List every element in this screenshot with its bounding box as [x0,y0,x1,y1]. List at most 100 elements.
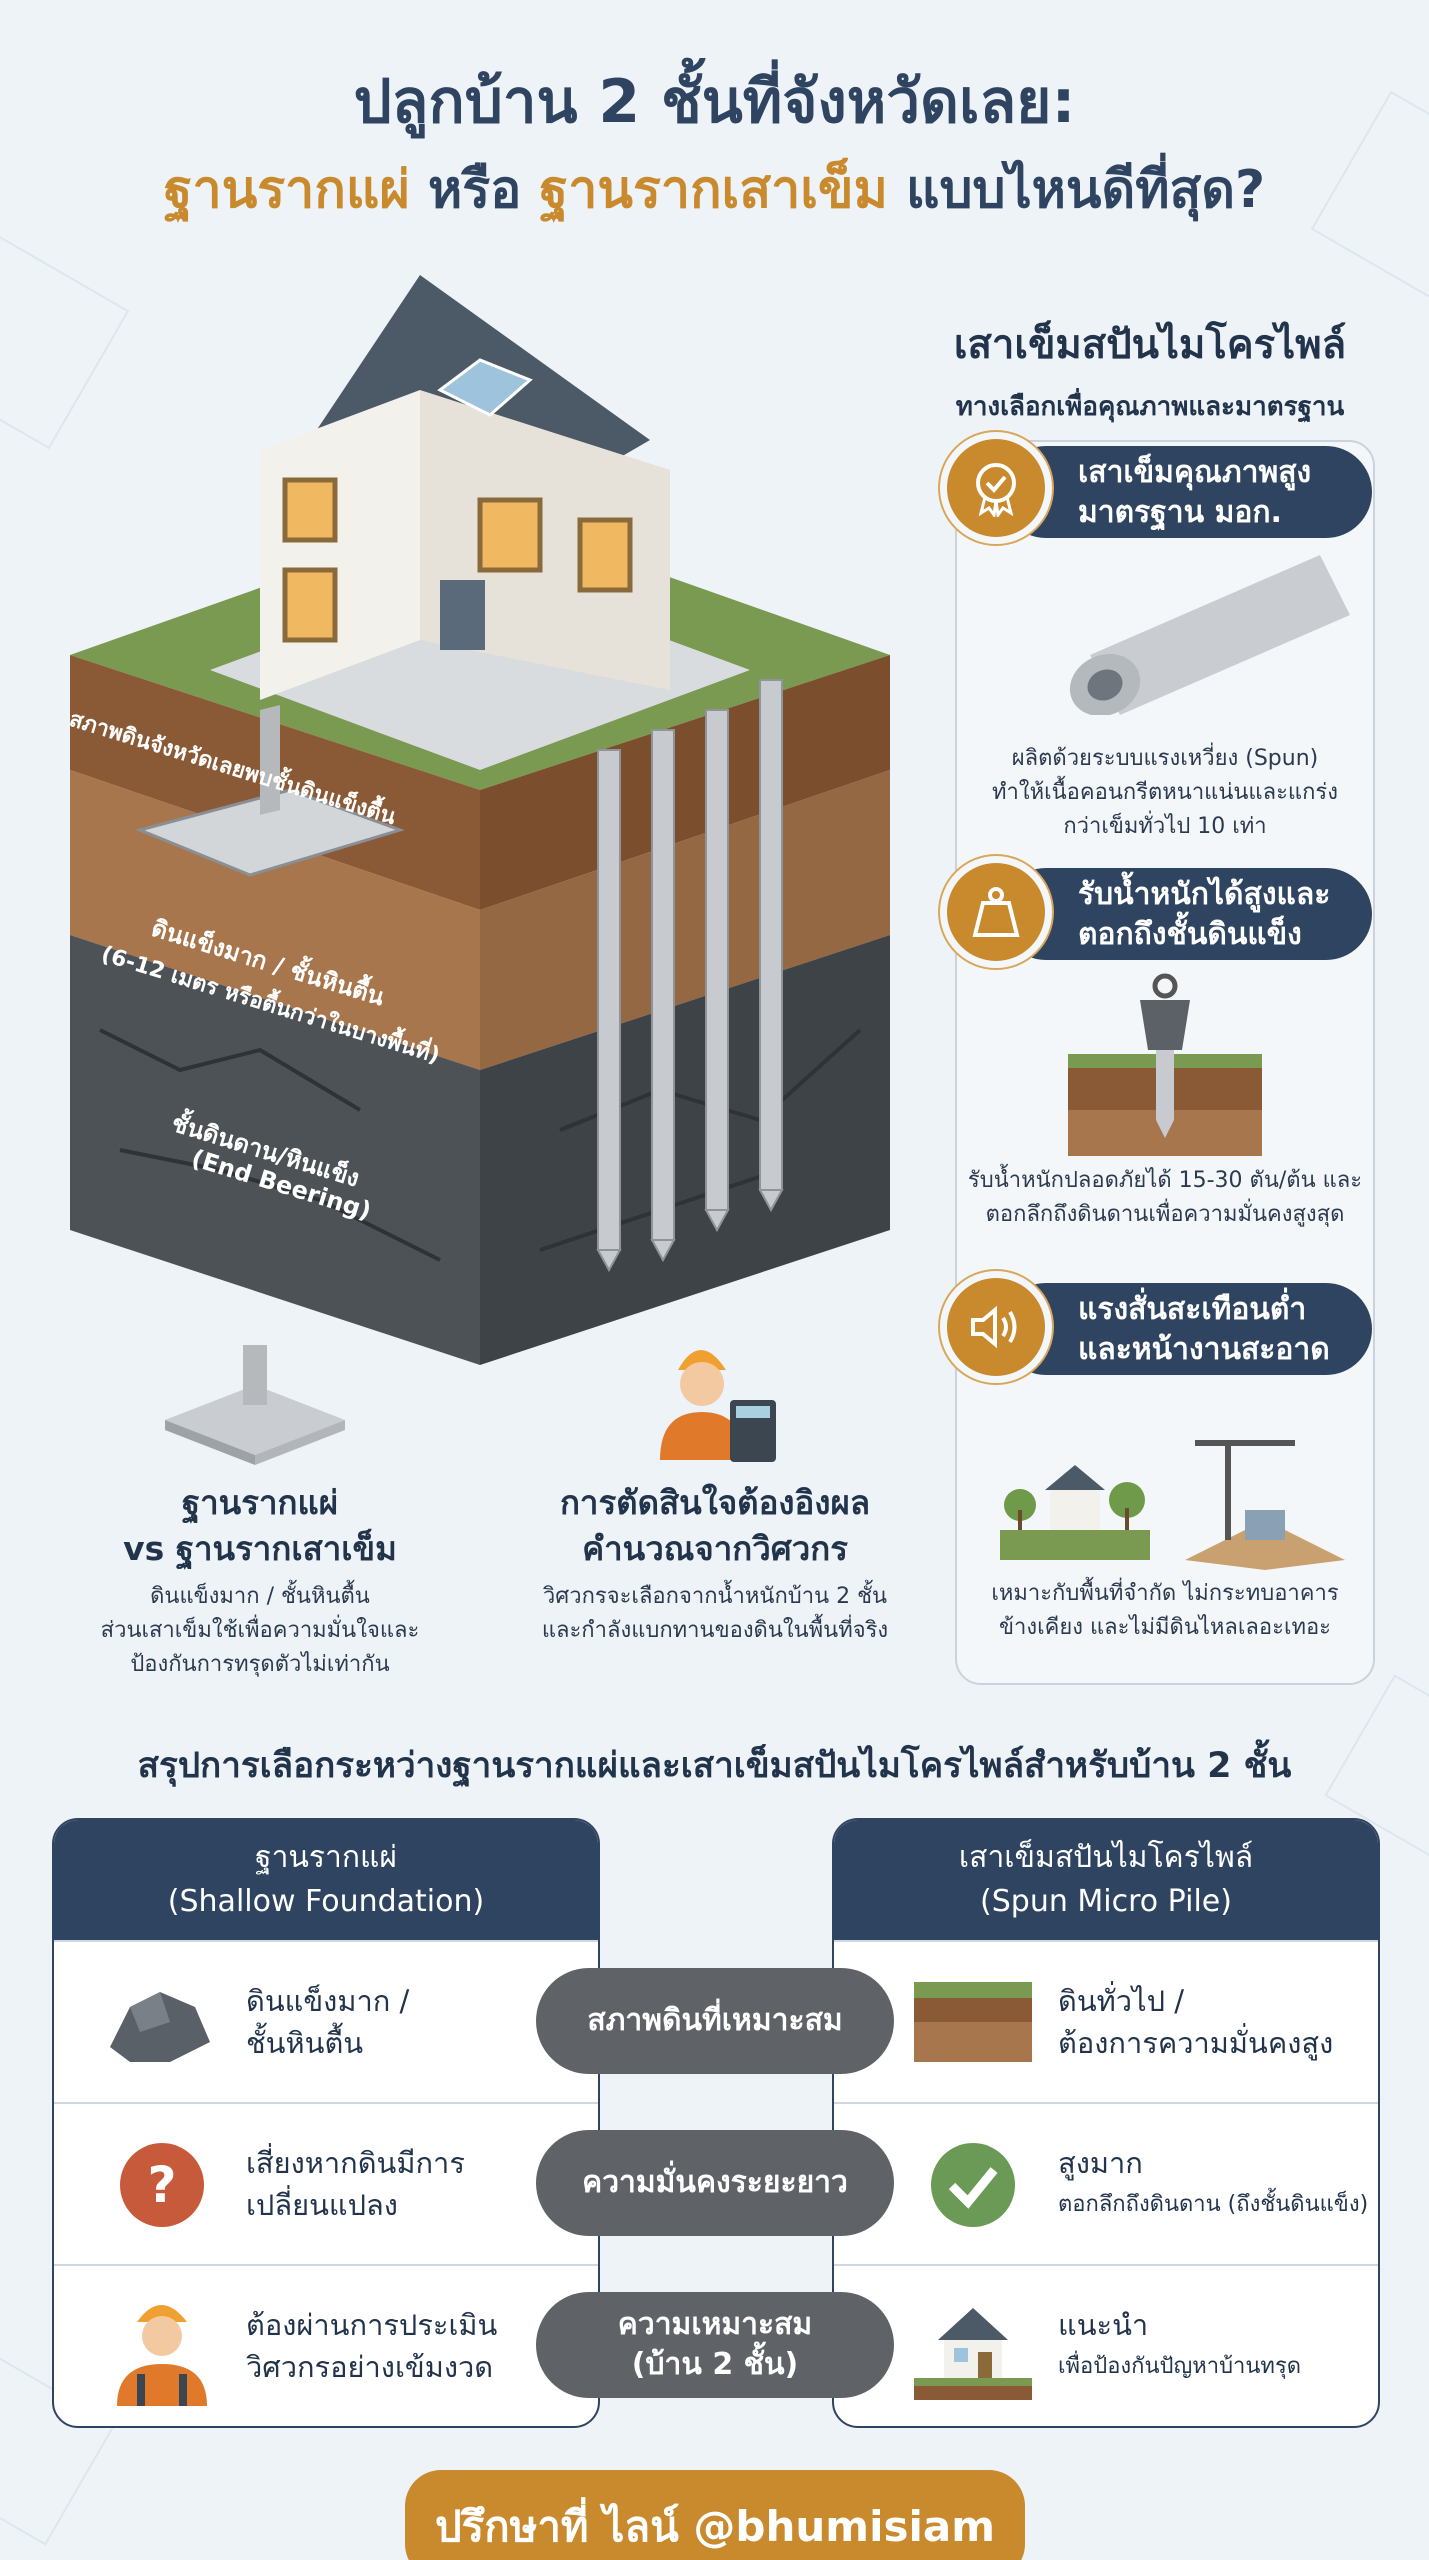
speaker-icon [940,1271,1052,1383]
row-text: สูงมาก ตอกลึกถึงดินดาน (ถึงชั้นดินแข็ง) [1058,2142,1368,2226]
feature-vibration-text-line: ข้างเคียง และไม่มีดินไหลเลอะเทอะ [999,1615,1331,1640]
row-text-line: วิศวกรอย่างเข้มงวด [246,2350,494,2384]
spun-pile-illustration [1069,555,1350,715]
feature-load-text-line: รับน้ำหนักปลอดภัยได้ 15-30 ตัน/ต้น และ [967,1168,1363,1193]
feature-quality-text-line: กว่าเข็มทั่วไป 10 เท่า [1063,814,1267,839]
feature-vibration-text-line: เหมาะกับพื้นที่จำกัด ไม่กระทบอาคาร [991,1581,1339,1606]
criterion-stability-pill: ความมั่นคงระยะยาว [536,2130,894,2236]
check-mark-icon [931,2143,1015,2227]
row-text-line: ดินทั่วไป / [1058,1984,1185,2018]
shallow-foundation-card: ฐานรากแผ่ (Shallow Foundation) ดินแข็งมา… [52,1818,600,2428]
question-mark-icon: ? [120,2143,204,2227]
shallow-vs-pile-caption: ฐานรากแผ่ vs ฐานรากเสาเข็ม [80,1480,440,1572]
caption-title-line: ฐานรากแผ่ [181,1483,339,1522]
caption-title-line: vs ฐานรากเสาเข็ม [123,1529,397,1568]
caption-text-line: ป้องกันการทรุดตัวไม่เท่ากัน [130,1652,390,1677]
feature-vibration-line-2: และหน้างานสะอาด [1078,1332,1330,1367]
clay-layer-left [70,770,480,1070]
row-text-line: สูงมาก [1058,2146,1143,2180]
criterion-label: สภาพดินที่เหมาะสม [587,2003,843,2038]
line-contact-button[interactable]: ปรึกษาที่ ไลน์ @bhumisiam [405,2470,1025,2560]
row-text: ดินแข็งมาก / ชั้นหินตื้น [246,1980,409,2064]
table-row: ? เสี่ยงหากดินมีการ เปลี่ยนแปลง [54,2102,598,2264]
feature-quality-text: ผลิตด้วยระบบแรงเหวี่ยง (Spun) ทำให้เนื้อ… [958,742,1372,844]
rock-icon [110,1992,210,2062]
shallow-footing [135,788,405,877]
clay-layer-right [480,770,890,1070]
pile-driving-illustration [1068,973,1262,1156]
row-text-line: ต้องการความมั่นคงสูง [1058,2026,1334,2060]
house-window [477,497,543,573]
soil-cross-section-illustration: สภาพดินจังหวัดเลยพบชั้นดินแข็งตื้น ดินแข… [66,275,890,1365]
engineer-calculator-icon [660,1350,776,1462]
engineer-decision-caption: การตัดสินใจต้องอิงผล คำนวณจากวิศวกร [500,1480,930,1572]
spun-micro-pile-card: เสาเข็มสปันไมโครไพล์ (Spun Micro Pile) ด… [832,1818,1380,2428]
row-text-line: ดินแข็งมาก / [246,1984,410,2018]
title-pile-foundation: ฐานรากเสาเข็ม [539,160,888,220]
engineer-icon [117,2305,207,2406]
feature-quality-line-2: มาตรฐาน มอก. [1078,495,1282,530]
engineer-decision-text: วิศวกรจะเลือกจากน้ำหนักบ้าน 2 ชั้น และกำ… [500,1580,930,1648]
feature-load-text: รับน้ำหนักปลอดภัยได้ 15-30 ตัน/ต้น และ ต… [958,1164,1372,1232]
card-head-line: (Spun Micro Pile) [980,1884,1232,1919]
topsoil-layer-right [480,655,890,910]
criterion-label: ความเหมาะสม [617,2307,813,2342]
house-skylight [437,358,533,417]
micro-pile-title: เสาเข็มสปันไมโครไพล์ [953,322,1347,368]
caption-title-line: คำนวณจากวิศวกร [582,1529,848,1568]
rock-layer-left [70,935,480,1365]
house-window [282,477,338,543]
row-text-small: เพื่อป้องกันปัญหาบ้านทรุด [1058,2354,1302,2379]
certificate-ribbon-icon [940,432,1052,544]
table-row: ดินแข็งมาก / ชั้นหินตื้น [54,1940,598,2102]
micro-piles [596,679,784,1273]
feature-load-line-2: ตอกถึงชั้นดินแข็ง [1078,917,1302,952]
criterion-label: ความมั่นคงระยะยาว [582,2165,848,2200]
feature-vibration-pill: แรงสั่นสะเทือนต่ำ และหน้างานสะอาด [1000,1283,1372,1375]
row-text-line: เสี่ยงหากดินมีการ [246,2146,465,2180]
row-text: ดินทั่วไป / ต้องการความมั่นคงสูง [1058,1980,1333,2064]
title-shallow-foundation: ฐานรากแผ่ [163,160,410,220]
row-text: ต้องผ่านการประเมิน วิศวกรอย่างเข้มงวด [246,2304,497,2388]
rock-cracks [99,1028,862,1262]
page-title: ปลูกบ้าน 2 ชั้นที่จังหวัดเลย: ฐานรากแผ่ … [0,62,1429,228]
feature-vibration-line-1: แรงสั่นสะเทือนต่ำ [1078,1292,1307,1327]
spun-micro-pile-header: เสาเข็มสปันไมโครไพล์ (Spun Micro Pile) [834,1820,1378,1940]
title-line-1: ปลูกบ้าน 2 ชั้นที่จังหวัดเลย: [353,67,1076,137]
table-row: ดินทั่วไป / ต้องการความมั่นคงสูง [834,1940,1378,2102]
row-text-line: ชั้นหินตื้น [246,2026,364,2060]
house-window [282,567,338,643]
micro-pile-subtitle: ทางเลือกเพื่อคุณภาพและมาตรฐาน [955,392,1345,422]
soil-layers-icon [914,1982,1032,2062]
feature-quality-text-line: ผลิตด้วยระบบแรงเหวี่ยง (Spun) [1011,746,1319,771]
card-head-line: เสาเข็มสปันไมโครไพล์ [958,1840,1254,1875]
row-text-line: ต้องผ่านการประเมิน [246,2308,498,2342]
caption-text-line: ส่วนเสาเข็มใช้เพื่อความมั่นใจและ [100,1618,420,1643]
title-line-2: ฐานรากแผ่ หรือ ฐานรากเสาเข็ม แบบไหนดีที่… [0,152,1429,228]
criterion-suitability-pill: ความเหมาะสม (บ้าน 2 ชั้น) [536,2292,894,2398]
house-icon [914,2308,1032,2400]
feature-load-text-line: ตอกลึกถึงดินดานเพื่อความมั่นคงสูงสุด [985,1202,1345,1227]
table-row: สูงมาก ตอกลึกถึงดินดาน (ถึงชั้นดินแข็ง) [834,2102,1378,2264]
house-door [440,580,485,650]
caption-text-line: และกำลังแบกทานของดินในพื้นที่จริง [541,1618,889,1643]
caption-text-line: วิศวกรจะเลือกจากน้ำหนักบ้าน 2 ชั้น [542,1584,888,1609]
card-head-line: (Shallow Foundation) [167,1884,485,1919]
rock-layer-right [480,935,890,1365]
quiet-site-illustration [1000,1440,1345,1570]
caption-title-line: การตัดสินใจต้องอิงผล [559,1483,871,1522]
row-text-small: ตอกลึกถึงดินดาน (ถึงชั้นดินแข็ง) [1058,2192,1369,2217]
feature-load-line-1: รับน้ำหนักได้สูงและ [1078,877,1331,912]
shallow-foundation-header: ฐานรากแผ่ (Shallow Foundation) [54,1820,598,1940]
row-text-line: แนะนำ [1058,2308,1149,2342]
table-row: แนะนำ เพื่อป้องกันปัญหาบ้านทรุด [834,2264,1378,2426]
criterion-label: (บ้าน 2 ชั้น) [631,2347,799,2382]
weight-icon [940,856,1052,968]
title-question: แบบไหนดีที่สุด? [887,160,1266,220]
feature-vibration-text: เหมาะกับพื้นที่จำกัด ไม่กระทบอาคาร ข้างเ… [958,1577,1372,1645]
feature-load-pill: รับน้ำหนักได้สูงและ ตอกถึงชั้นดินแข็ง [1000,868,1372,960]
title-or: หรือ [409,160,540,220]
caption-text-line: ดินแข็งมาก / ชั้นหินตื้น [150,1584,370,1609]
micro-pile-heading: เสาเข็มสปันไมโครไพล์ ทางเลือกเพื่อคุณภาพ… [940,312,1360,427]
svg-text:?: ? [147,2156,176,2214]
